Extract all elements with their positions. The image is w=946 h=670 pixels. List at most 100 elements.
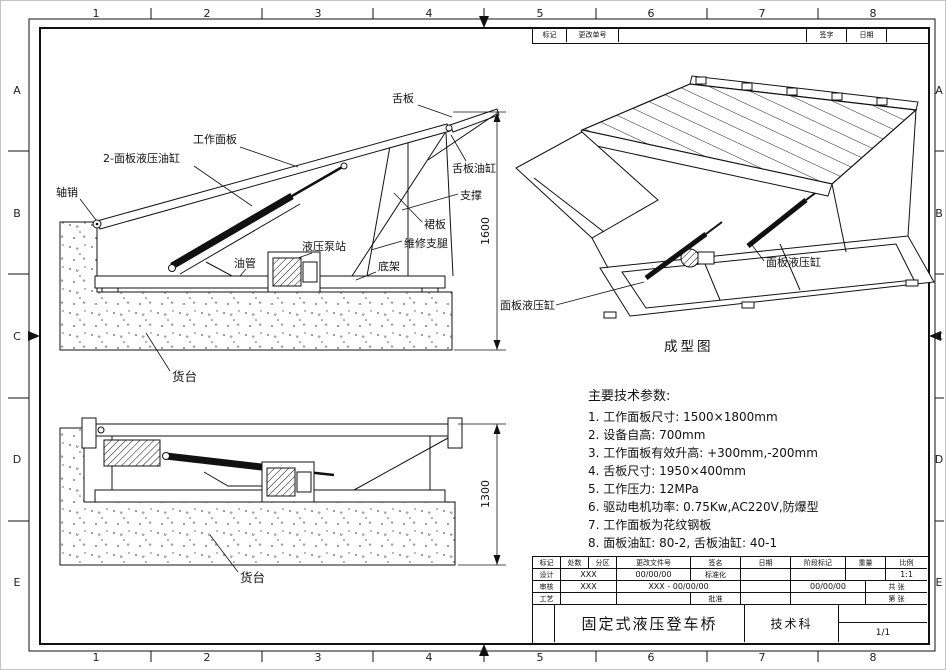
- dim-1300-text: 1300: [479, 480, 492, 508]
- tb-blank: [839, 605, 927, 623]
- tb-approve-label: 批准: [691, 593, 741, 605]
- pump-iso: [697, 251, 715, 265]
- labels-side-lowered: 货台: [209, 534, 265, 585]
- label-axle-pin: 轴销: [56, 185, 78, 199]
- labels-isometric: 面板液压缸 面板液压缸 成型图: [500, 244, 821, 355]
- grid-row: A: [935, 84, 943, 97]
- grid-col: 8: [870, 7, 877, 20]
- label-panel-cylinder-left: 面板液压缸: [500, 298, 555, 312]
- grid-row: D: [13, 453, 21, 466]
- dim-1600-text: 1600: [479, 217, 492, 245]
- support-strut: [366, 145, 391, 277]
- tb-blank: [791, 569, 846, 581]
- hinge: [97, 426, 105, 434]
- tb-sheets-total: 共 张: [866, 581, 927, 593]
- label-tongue-cylinder: 舌板油缸: [452, 161, 496, 175]
- spec-item: 1. 工作面板尺寸: 1500×1800mm: [588, 410, 778, 424]
- oil-pipe: [205, 261, 268, 277]
- grid-ticks: [8, 8, 944, 662]
- tb-scale-label: 比例: [886, 557, 927, 569]
- view-side-lowered: [59, 417, 463, 566]
- label-work-panel: 工作面板: [193, 132, 237, 146]
- label-skirt: 裙板: [424, 217, 446, 231]
- hinge-block: [741, 82, 753, 91]
- motor-2: [266, 467, 296, 497]
- label-maintenance-leg: 维修支腿: [404, 236, 448, 250]
- label-support: 支撑: [460, 188, 482, 202]
- rev-sign: 签字: [807, 28, 847, 42]
- grid-col: 6: [648, 7, 655, 20]
- cylinder-iso-left: [644, 231, 708, 281]
- grid-row: C: [935, 330, 943, 343]
- grid-col: 6: [648, 651, 655, 664]
- grid-col: 4: [426, 651, 433, 664]
- cylinder-2: [179, 203, 301, 275]
- tb-blank: [741, 593, 791, 605]
- rev-blank: [887, 28, 928, 42]
- spec-item: 8. 面板油缸: 80-2, 舌板油缸: 40-1: [588, 536, 778, 550]
- centering-marks: [28, 16, 941, 656]
- tb-h-zone: 分区: [589, 557, 617, 569]
- tb-doc-code: XXX - 00/00/00: [617, 581, 741, 593]
- tb-stage: 阶段标记: [791, 557, 846, 569]
- end-bracket: [81, 417, 97, 449]
- end-bracket: [447, 417, 463, 449]
- grid-row: E: [936, 576, 943, 589]
- grid-col: 7: [759, 651, 766, 664]
- spec-item: 7. 工作面板为花纹钢板: [588, 518, 712, 532]
- corner-post: [907, 109, 917, 237]
- grid-col: 5: [537, 7, 544, 20]
- tb-department: 技术科: [745, 605, 839, 642]
- lip-plate: [515, 131, 659, 239]
- tb-h-date: 日期: [741, 557, 791, 569]
- cylinder-rod: [291, 164, 345, 198]
- tb-blank: [617, 593, 691, 605]
- foot: [603, 311, 617, 319]
- diagonal-brace: [351, 132, 446, 277]
- base-foot: [101, 287, 119, 293]
- cross-member: [779, 243, 801, 291]
- spec-item: 3. 工作面板有效升高: +300mm,-200mm: [588, 446, 818, 460]
- rod-iso-left: [705, 221, 723, 235]
- work-panel: [96, 123, 451, 230]
- foot: [905, 279, 919, 287]
- iso-caption: 成型图: [664, 339, 714, 355]
- tb-blank: [846, 569, 886, 581]
- hatched-block: [103, 439, 161, 467]
- grid-row: D: [935, 453, 943, 466]
- tb-h-sign: 签名: [691, 557, 741, 569]
- tb-craft-label: 工艺: [533, 593, 561, 605]
- grid-row: B: [935, 207, 943, 220]
- specs-title: 主要技术参数:: [588, 389, 671, 404]
- axle-pin-center: [95, 222, 99, 226]
- spec-item: 4. 舌板尺寸: 1950×400mm: [588, 464, 746, 478]
- grid-col: 1: [93, 7, 100, 20]
- rev-date: 日期: [847, 28, 887, 42]
- hydraulic-cylinder: [170, 192, 294, 270]
- label-pump-station: 液压泵站: [302, 239, 346, 253]
- cylinder-pivot-2: [162, 452, 170, 460]
- hinge-block: [695, 76, 707, 85]
- cylinder-pivot: [168, 264, 176, 272]
- tb-h-mark: 标记: [533, 557, 561, 569]
- tb-scale-value: 1:1: [886, 569, 927, 581]
- hinge-block: [876, 97, 888, 106]
- grid-col: 3: [315, 7, 322, 20]
- lip-line: [533, 177, 605, 233]
- view-isometric: [515, 75, 935, 319]
- tb-page: 1/1: [875, 627, 891, 638]
- label-tongue: 舌板: [392, 91, 414, 105]
- tb-drawing-title: 固定式液压登车桥: [555, 605, 745, 642]
- corner-post: [831, 183, 847, 253]
- work-panel-lowered: [83, 423, 457, 437]
- grid-row: B: [13, 207, 21, 220]
- label-dock-platform: 货台: [172, 369, 197, 384]
- motor: [272, 257, 302, 287]
- title-block: 标记 处数 分区 更改文件号 签名 日期 阶段标记 重量 比例 设计 XXX 0…: [532, 556, 929, 644]
- diagonal-brace-2: [353, 437, 449, 491]
- pump-body: [302, 261, 318, 283]
- grid-col: 7: [759, 7, 766, 20]
- tb-weight: 重量: [846, 557, 886, 569]
